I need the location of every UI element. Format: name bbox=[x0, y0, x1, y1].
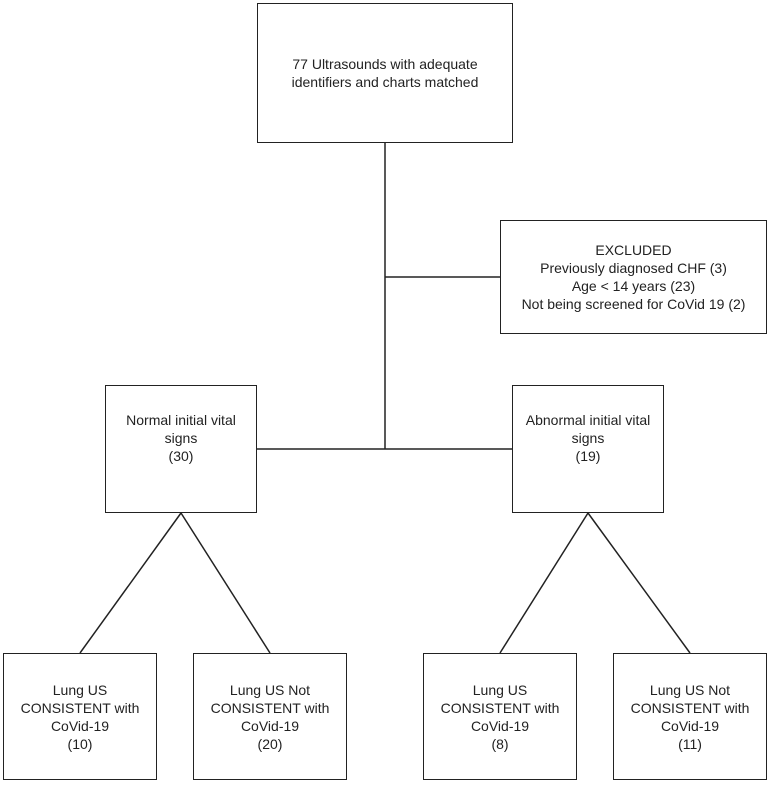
node-text-line: CONSISTENT with bbox=[630, 699, 750, 716]
node-count: (10) bbox=[67, 735, 93, 752]
connector-normal-to-consistent bbox=[79, 512, 182, 654]
node-total-ultrasounds: 77 Ultrasounds with adequate identifiers… bbox=[257, 3, 513, 143]
node-count: (20) bbox=[257, 735, 283, 752]
node-text-line: Abnormal initial vital bbox=[525, 412, 651, 428]
node-count: (11) bbox=[678, 735, 702, 752]
node-text-line: CoVid-19 bbox=[470, 717, 530, 734]
node-text-line: CoVid-19 bbox=[240, 717, 300, 734]
node-text-line: signs bbox=[571, 430, 605, 446]
node-normal-lung-us-consistent: Lung US CONSISTENT with CoVid-19 (10) bbox=[3, 653, 157, 780]
node-count: (30) bbox=[168, 448, 194, 464]
node-abnormal-lung-us-consistent: Lung US CONSISTENT with CoVid-19 (8) bbox=[423, 653, 577, 780]
node-text-line: Lung US bbox=[52, 681, 108, 698]
node-text-line: CONSISTENT with bbox=[210, 699, 330, 716]
excluded-reason: Previously diagnosed CHF (3) bbox=[540, 260, 727, 276]
connector-abnormal-to-not-consistent bbox=[587, 512, 691, 654]
node-text-line: Normal initial vital bbox=[126, 412, 236, 428]
node-text-line: CONSISTENT with bbox=[440, 699, 560, 716]
node-text-line: CoVid-19 bbox=[660, 717, 720, 734]
node-count: (19) bbox=[575, 448, 601, 464]
connector-abnormal-to-consistent bbox=[499, 512, 589, 654]
excluded-heading: EXCLUDED bbox=[595, 242, 672, 258]
node-text-line: Lung US bbox=[472, 681, 528, 698]
node-text-line: signs bbox=[164, 430, 198, 446]
node-abnormal-lung-us-not-consistent: Lung US Not CONSISTENT with CoVid-19 (11… bbox=[613, 653, 767, 780]
node-text-line: 77 Ultrasounds with adequate bbox=[292, 56, 478, 72]
node-text-line: identifiers and charts matched bbox=[291, 74, 479, 90]
connector-normal-to-not-consistent bbox=[180, 512, 271, 654]
node-normal-vital-signs: Normal initial vital signs (30) bbox=[105, 385, 257, 513]
node-normal-lung-us-not-consistent: Lung US Not CONSISTENT with CoVid-19 (20… bbox=[193, 653, 347, 780]
excluded-reason: Not being screened for CoVid 19 (2) bbox=[521, 296, 746, 312]
node-text-line: CONSISTENT with bbox=[20, 699, 140, 716]
excluded-reason: Age < 14 years (23) bbox=[571, 278, 696, 294]
node-excluded: EXCLUDED Previously diagnosed CHF (3) Ag… bbox=[500, 220, 767, 334]
node-count: (8) bbox=[491, 735, 509, 752]
node-text-line: Lung US Not bbox=[229, 681, 311, 698]
node-text-line: CoVid-19 bbox=[50, 717, 110, 734]
node-text-line: Lung US Not bbox=[649, 681, 731, 698]
node-abnormal-vital-signs: Abnormal initial vital signs (19) bbox=[512, 385, 664, 513]
